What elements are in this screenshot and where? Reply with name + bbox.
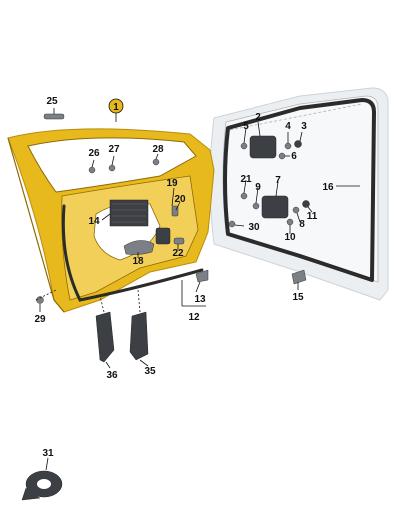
- callout-35: 35: [144, 366, 156, 377]
- callout-36: 36: [106, 370, 118, 381]
- damping-pad: [109, 199, 149, 227]
- hinge-nut-3: [294, 140, 302, 148]
- callout-18: 18: [132, 256, 144, 267]
- clip-28: [152, 158, 160, 166]
- callout-13: 13: [194, 294, 206, 305]
- callout-10: 10: [284, 232, 296, 243]
- callout-21: 21: [240, 174, 252, 185]
- callout-5: 5: [243, 121, 249, 132]
- callout-11: 11: [307, 211, 318, 222]
- callout-27: 27: [108, 144, 120, 155]
- bracket-36: [95, 311, 115, 363]
- hinge-bolt-9: [252, 202, 260, 210]
- callout-9: 9: [255, 182, 261, 193]
- callout-20: 20: [174, 194, 186, 205]
- lock-bracket: [155, 227, 171, 245]
- clip-27: [108, 164, 116, 172]
- callout-19: 19: [166, 178, 178, 189]
- plug-30: [228, 220, 236, 228]
- callout-badge-1: [108, 98, 124, 114]
- callout-26: 26: [88, 148, 100, 159]
- callout-labels: 1 2 3 4 5 6 7 8 9 10 11 12 13 14 15 16 1…: [34, 96, 334, 459]
- hinge-washer-6: [278, 152, 286, 160]
- callout-31: 31: [42, 448, 54, 459]
- leader-lines: [35, 108, 360, 471]
- callout-15: 15: [292, 292, 304, 303]
- callout-22: 22: [172, 248, 184, 259]
- hinge-nut-11: [302, 200, 310, 208]
- callout-3: 3: [301, 121, 307, 132]
- callout-29: 29: [34, 314, 46, 325]
- lower-hinge: [261, 195, 289, 219]
- callout-7: 7: [275, 175, 281, 186]
- callout-25: 25: [46, 96, 58, 107]
- hinge-bolt-4: [284, 142, 292, 150]
- trim-strip: [43, 113, 65, 120]
- door-parts: [21, 113, 310, 501]
- callout-1: 1: [113, 102, 119, 113]
- body-frame-icon: [209, 87, 389, 301]
- clip-15: [291, 269, 307, 285]
- callout-2: 2: [255, 112, 261, 123]
- hinge-washer-10: [286, 218, 294, 226]
- hinge-bolt-21: [240, 192, 248, 200]
- lock-bolt: [173, 237, 185, 245]
- hinge-bolt-5: [240, 142, 248, 150]
- callout-12: 12: [188, 312, 200, 323]
- bracket-13: [195, 269, 209, 283]
- callout-14: 14: [88, 216, 100, 227]
- callout-16: 16: [322, 182, 334, 193]
- hinge-bolt-8: [292, 206, 300, 214]
- upper-hinge: [249, 135, 277, 159]
- callout-30: 30: [248, 222, 260, 233]
- callout-4: 4: [285, 121, 291, 132]
- door-seal: [61, 204, 204, 302]
- handle-recess: [123, 240, 155, 255]
- clip-26: [88, 166, 96, 174]
- body-seal: [223, 98, 376, 282]
- callout-28: 28: [152, 144, 164, 155]
- tape-roll-icon: [21, 470, 63, 501]
- callout-6: 6: [291, 151, 297, 162]
- clip-29: [36, 296, 44, 304]
- bracket-35: [129, 311, 149, 361]
- callout-8: 8: [299, 219, 305, 230]
